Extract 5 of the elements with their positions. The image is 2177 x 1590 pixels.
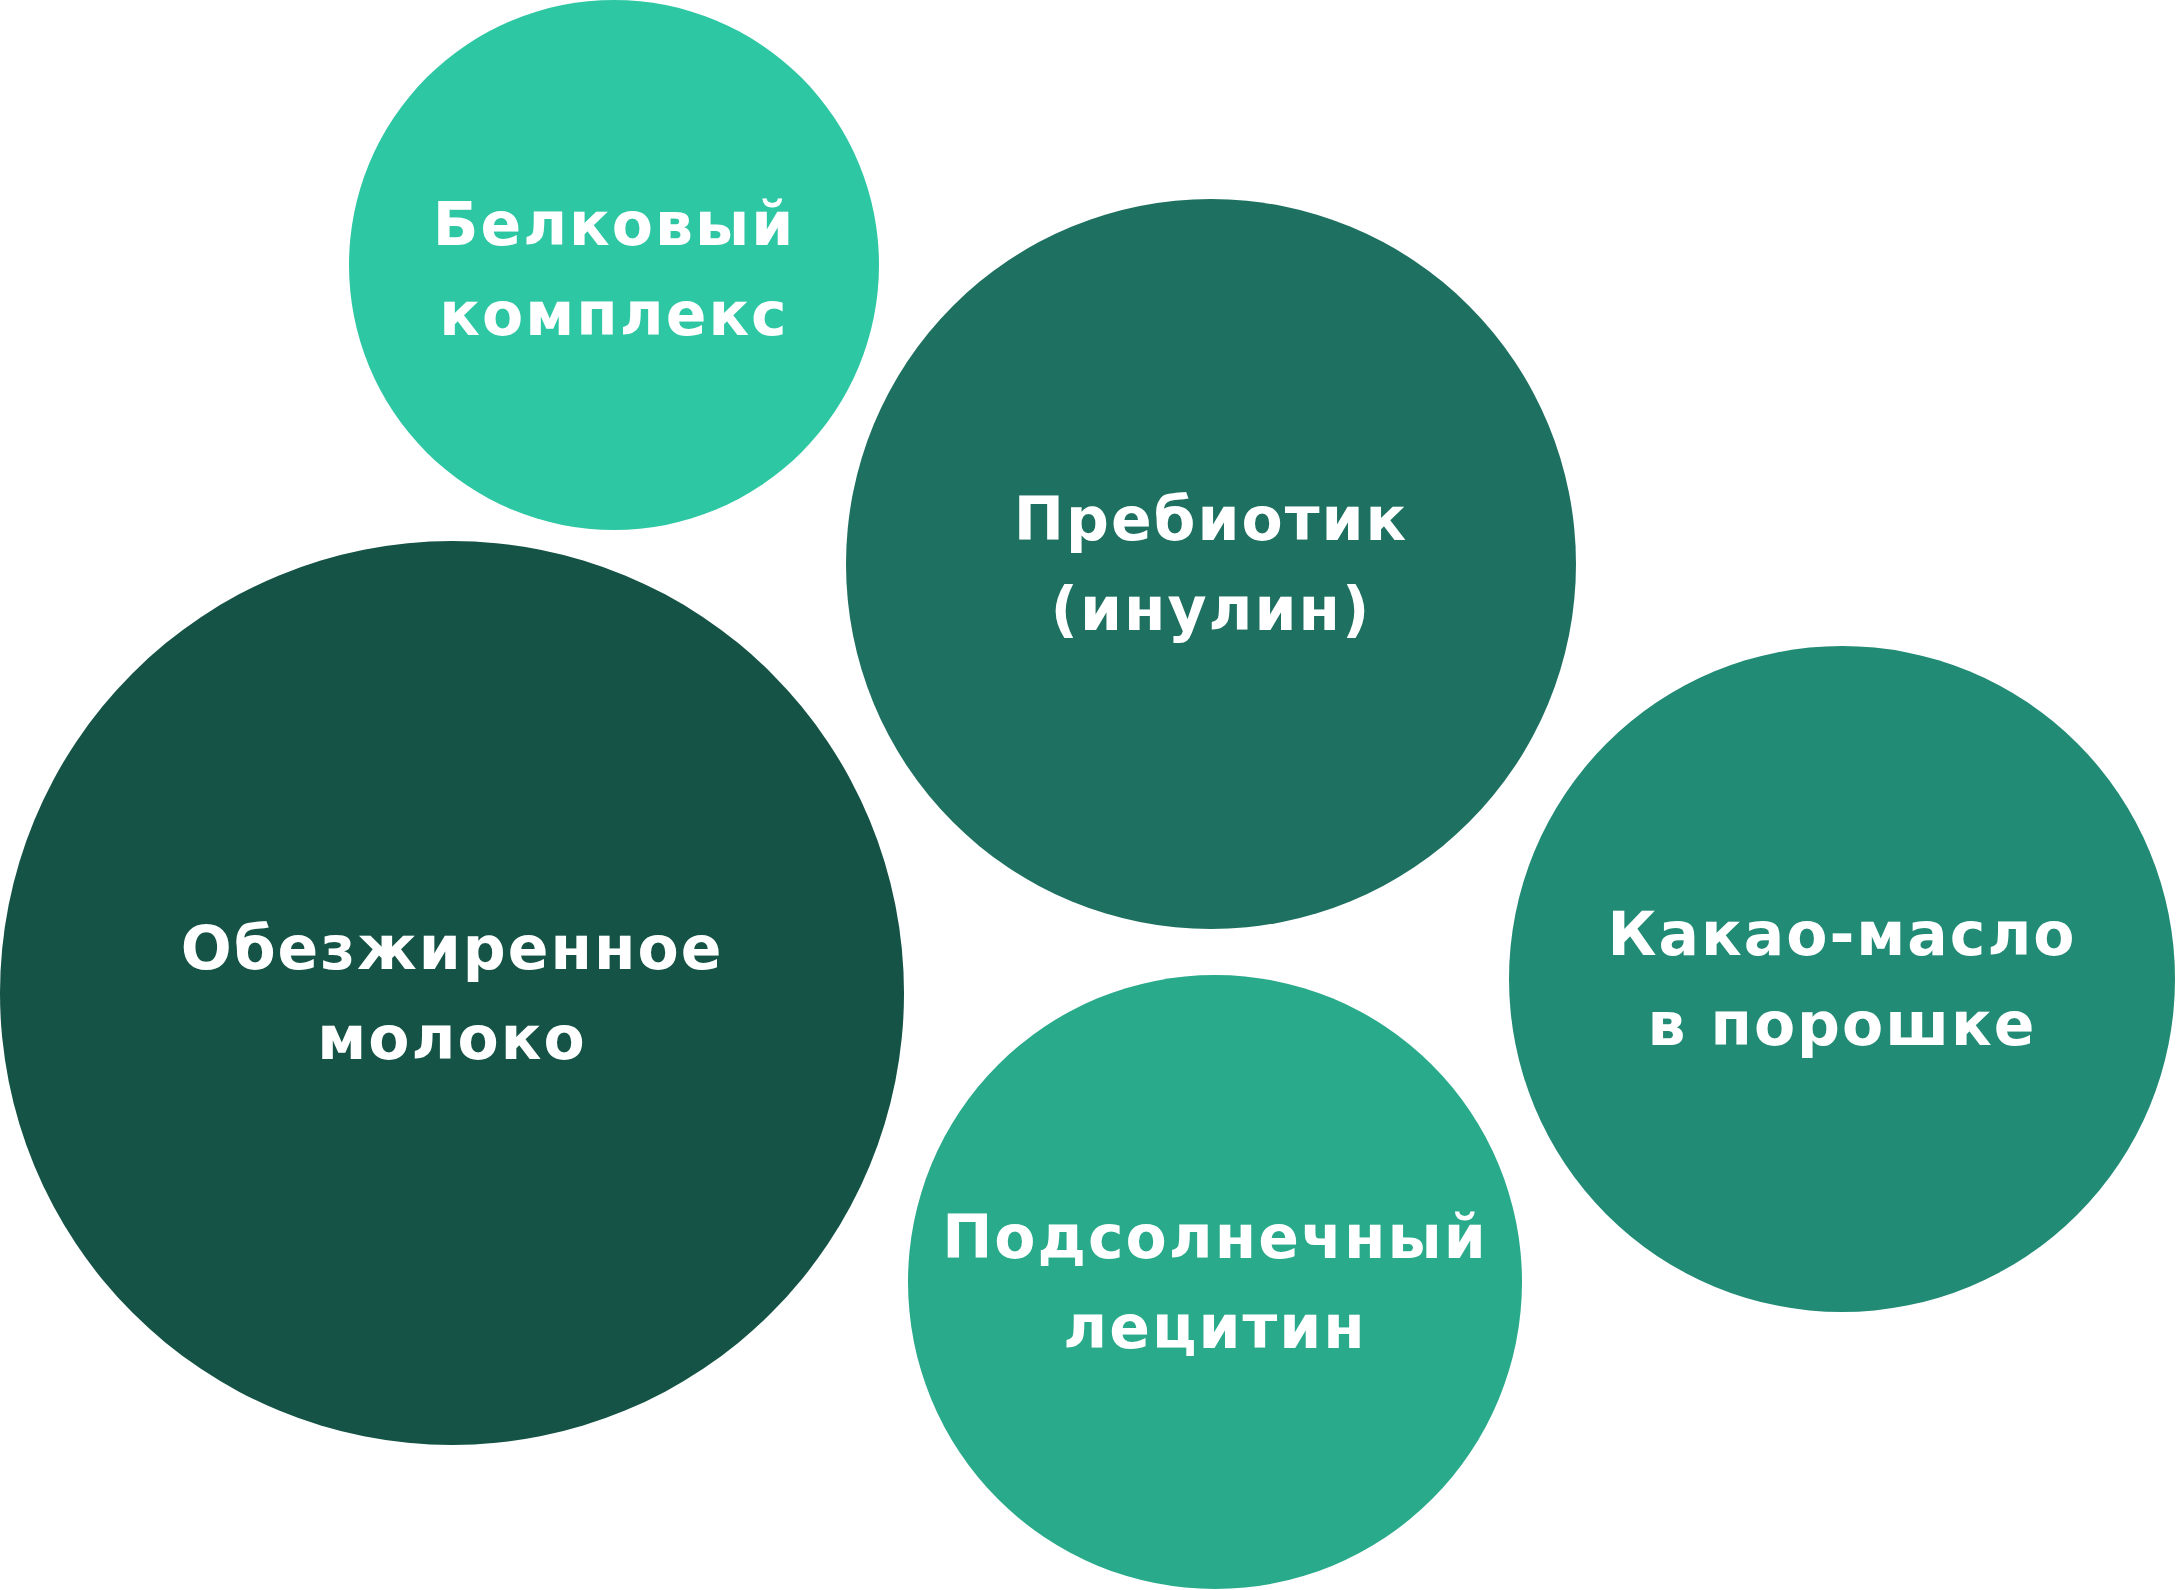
bubble-label: Пребиотик (инулин) <box>1012 483 1410 646</box>
bubble-label: Подсолнечный лецитин <box>941 1201 1489 1364</box>
bubble-label: Какао-масло в порошке <box>1606 898 2078 1061</box>
bubble-label: Обезжиренное молоко <box>179 912 725 1075</box>
bubble-label: Белковый комплекс <box>431 188 797 351</box>
